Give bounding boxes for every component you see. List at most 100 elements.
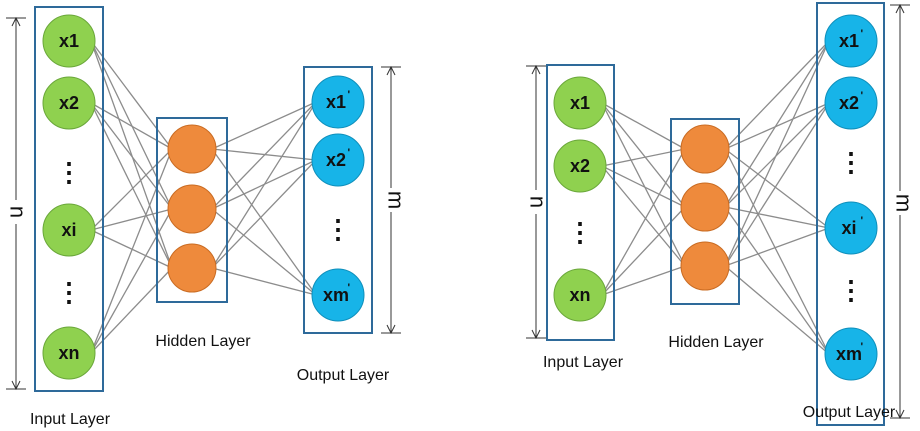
left-input-ellipsis-4: ⋮ (56, 277, 82, 307)
left-output-node-label-3: xm (323, 285, 349, 305)
right-input-node-3 (553, 268, 607, 322)
left-edge-hidden-output-0-1 (211, 148, 317, 161)
left-input-layer-box (34, 6, 104, 392)
left-hidden-layer-box (156, 117, 228, 303)
right-output-node-prime-3: ' (861, 215, 864, 227)
right-input-dim-label: n (526, 196, 551, 208)
nodes-layer: x1x2⋮xi⋮xnx1'x2'⋮xm'x1x2⋮xnx1'x2'⋮xi'⋮xm… (42, 14, 878, 381)
left-edge-input-hidden-2-2 (90, 229, 173, 269)
left-hidden-node-0 (167, 124, 217, 174)
right-output-node-5 (824, 327, 878, 381)
left-input-node-label-3: xi (61, 220, 76, 240)
left-edge-input-hidden-2-0 (90, 148, 173, 231)
left-hidden-layer-label: Hidden Layer (155, 333, 251, 350)
right-input-node-0 (553, 76, 607, 130)
left-edge-hidden-output-0-2 (211, 148, 317, 296)
left-edge-input-hidden-1-1 (90, 102, 173, 210)
left-input-node-3 (42, 203, 96, 257)
right-hidden-node-1 (680, 182, 730, 232)
left-input-node-label-5: xn (58, 343, 79, 363)
right-edge-hidden-output-0-0 (724, 40, 830, 150)
left-input-dim-arrow-bottom (11, 380, 21, 391)
right-output-node-1 (824, 76, 878, 130)
right-input-node-label-3: xn (569, 285, 590, 305)
right-edge-hidden-output-1-3 (724, 206, 830, 355)
right-output-node-prime-5: ' (861, 341, 864, 353)
left-input-node-label-1: x2 (59, 93, 79, 113)
left-edge-input-hidden-1-2 (90, 102, 173, 269)
left-edge-hidden-output-2-1 (211, 159, 317, 269)
left-input-ellipsis-2: ⋮ (56, 157, 82, 187)
right-output-layer-box (816, 2, 885, 426)
left-edge-hidden-output-1-0 (211, 101, 317, 210)
left-output-node-label-0: x1 (326, 92, 346, 112)
right-input-dim-label-bg (528, 190, 544, 214)
left-output-node-prime-0: ' (348, 89, 351, 101)
right-output-node-label-3: xi (841, 218, 856, 238)
left-output-dim-label: m (384, 191, 409, 209)
right-input-node-1 (553, 139, 607, 193)
right-output-node-3 (824, 201, 878, 255)
left-output-node-label-1: x2 (326, 150, 346, 170)
left-edge-input-hidden-0-1 (90, 40, 173, 210)
right-hidden-node-0 (680, 124, 730, 174)
right-edge-hidden-output-1-2 (724, 206, 830, 229)
right-output-dim-label: m (892, 194, 917, 212)
right-input-node-label-0: x1 (570, 93, 590, 113)
right-output-node-label-1: x2 (839, 93, 859, 113)
left-edge-input-hidden-0-0 (90, 40, 173, 150)
left-edge-hidden-output-2-0 (211, 101, 317, 269)
left-input-node-5 (42, 326, 96, 380)
right-edge-hidden-output-2-0 (724, 40, 830, 267)
left-edge-input-hidden-1-0 (90, 102, 173, 150)
left-input-dim-label: n (6, 206, 31, 218)
left-edge-input-hidden-3-0 (90, 148, 173, 354)
right-output-dim-arrow-top (895, 3, 905, 14)
right-output-ellipsis-2: ⋮ (838, 147, 864, 177)
left-output-dim-label-bg (383, 188, 399, 212)
left-input-node-label-0: x1 (59, 31, 79, 51)
right-output-dim-label-bg (892, 191, 908, 215)
left-output-node-prime-1: ' (348, 147, 351, 159)
right-hidden-layer-label: Hidden Layer (668, 334, 764, 351)
left-output-node-prime-3: ' (348, 282, 351, 294)
left-output-layer-label: Output Layer (297, 367, 390, 384)
left-hidden-node-2 (167, 243, 217, 293)
right-hidden-layer-box (670, 118, 740, 305)
left-edge-hidden-output-0-0 (211, 101, 317, 150)
left-edge-hidden-output-2-2 (211, 267, 317, 296)
right-output-layer-label: Output Layer (803, 404, 896, 421)
right-input-layer-box (546, 64, 615, 341)
left-output-ellipsis-2: ⋮ (325, 214, 351, 244)
right-edge-hidden-output-2-2 (724, 227, 830, 267)
left-output-dim-arrow-top (386, 65, 396, 76)
right-input-layer-label: Input Layer (543, 354, 624, 371)
left-edge-input-hidden-3-2 (90, 267, 173, 354)
left-input-dim-arrow-top (11, 16, 21, 27)
right-output-node-prime-1: ' (861, 90, 864, 102)
right-input-ellipsis-2: ⋮ (567, 217, 593, 247)
right-output-node-label-5: xm (836, 344, 862, 364)
left-output-node-3 (311, 268, 365, 322)
right-output-ellipsis-4: ⋮ (838, 275, 864, 305)
left-output-node-1 (311, 133, 365, 187)
right-output-node-prime-0: ' (861, 28, 864, 40)
right-edge-hidden-output-2-3 (724, 265, 830, 355)
right-input-dim-arrow-top (531, 64, 541, 75)
right-output-node-label-0: x1 (839, 31, 859, 51)
right-output-dim-arrow-bottom (895, 409, 905, 420)
boxes-layer (34, 2, 885, 426)
left-edge-input-hidden-3-1 (90, 208, 173, 354)
left-input-layer-label: Input Layer (30, 411, 111, 428)
right-edge-hidden-output-0-1 (724, 102, 830, 150)
right-edge-hidden-output-0-2 (724, 148, 830, 229)
left-input-dim-label-bg (8, 200, 24, 224)
right-hidden-node-2 (680, 241, 730, 291)
left-input-node-1 (42, 76, 96, 130)
right-edge-hidden-output-1-0 (724, 40, 830, 208)
left-output-node-0 (311, 75, 365, 129)
left-input-node-0 (42, 14, 96, 68)
left-edge-hidden-output-1-2 (211, 208, 317, 296)
